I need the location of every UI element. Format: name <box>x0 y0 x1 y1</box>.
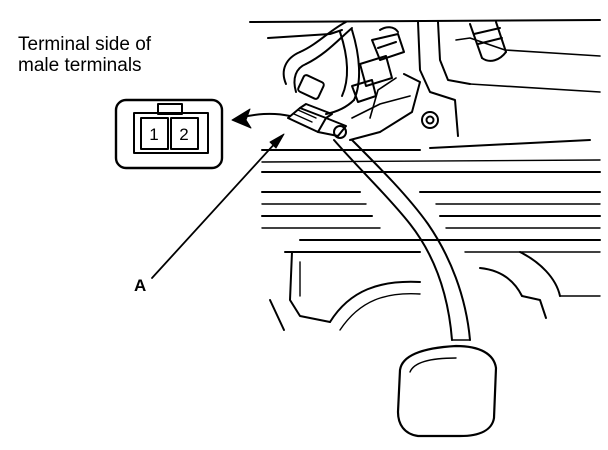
pedal-pad <box>396 344 498 438</box>
upper-switch-connector <box>351 26 405 103</box>
connector-caption: Terminal side of male terminals <box>18 34 151 76</box>
harness-clip <box>297 74 325 100</box>
underdash-structure <box>261 139 601 253</box>
terminal-1-cavity <box>140 117 169 150</box>
reference-arrow <box>231 108 291 129</box>
master-cylinder-rod <box>469 21 507 62</box>
connector-lock-tab <box>157 103 183 115</box>
terminal-2-cavity <box>170 117 199 150</box>
caption-line-2: male terminals <box>18 55 142 76</box>
bracket-bolt <box>421 111 439 129</box>
leader-arrow-head <box>269 133 285 149</box>
pedal-switch <box>287 103 347 139</box>
terminal-1-label: 1 <box>149 125 158 144</box>
callout-a-leader <box>151 133 285 279</box>
terminal-2-label: 2 <box>179 125 188 144</box>
connector-outer-shell <box>114 98 224 170</box>
callout-a-label: A <box>134 276 146 295</box>
connector-face-detail: 1 2 <box>114 98 224 170</box>
pedal-arm <box>333 139 471 341</box>
upper-mounting-bracket <box>249 19 601 141</box>
arrow-head <box>231 108 252 129</box>
caption-line-1: Terminal side of <box>18 34 152 55</box>
lower-bracket <box>269 251 601 331</box>
